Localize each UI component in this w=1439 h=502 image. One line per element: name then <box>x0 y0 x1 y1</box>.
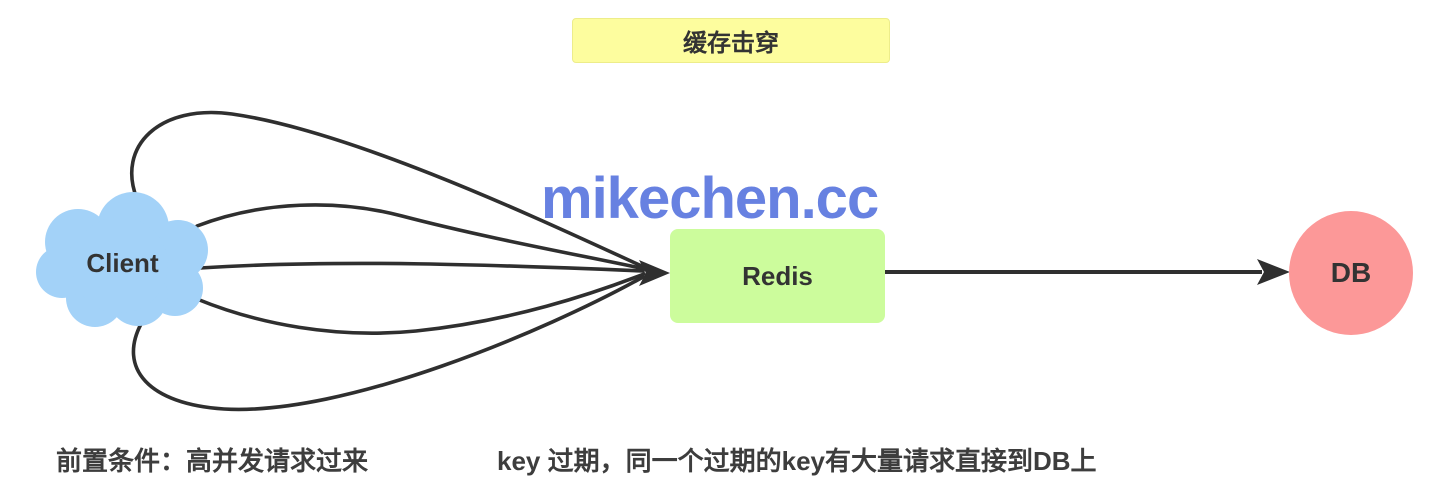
client-to-redis-edges <box>130 110 670 412</box>
request-curve-bottom-inner <box>195 272 646 335</box>
caption-precondition: 前置条件：高并发请求过来 <box>56 446 369 476</box>
title-box: 缓存击穿 <box>572 18 890 63</box>
redis-to-db-edge <box>885 259 1290 285</box>
db-label: DB <box>1330 257 1372 288</box>
request-curve-top-inner <box>195 203 647 271</box>
client-cloud <box>36 192 208 327</box>
client-to-redis-arrowhead <box>639 260 670 286</box>
title-label: 缓存击穿 <box>683 30 779 57</box>
db-node: DB <box>1289 211 1413 335</box>
redis-label: Redis <box>742 260 813 291</box>
redis-node: Redis <box>670 229 885 323</box>
caption-explanation: key 过期，同一个过期的key有大量请求直接到DB上 <box>497 446 1097 476</box>
request-curve-bottom-outer <box>131 275 645 412</box>
cloud-body <box>72 217 168 313</box>
request-curve-middle <box>198 261 645 273</box>
request-curve-top-outer <box>130 110 648 270</box>
redis-to-db-arrowhead <box>1257 259 1290 285</box>
watermark-text: mikechen.cc <box>541 166 879 231</box>
client-label: Client <box>86 248 159 278</box>
